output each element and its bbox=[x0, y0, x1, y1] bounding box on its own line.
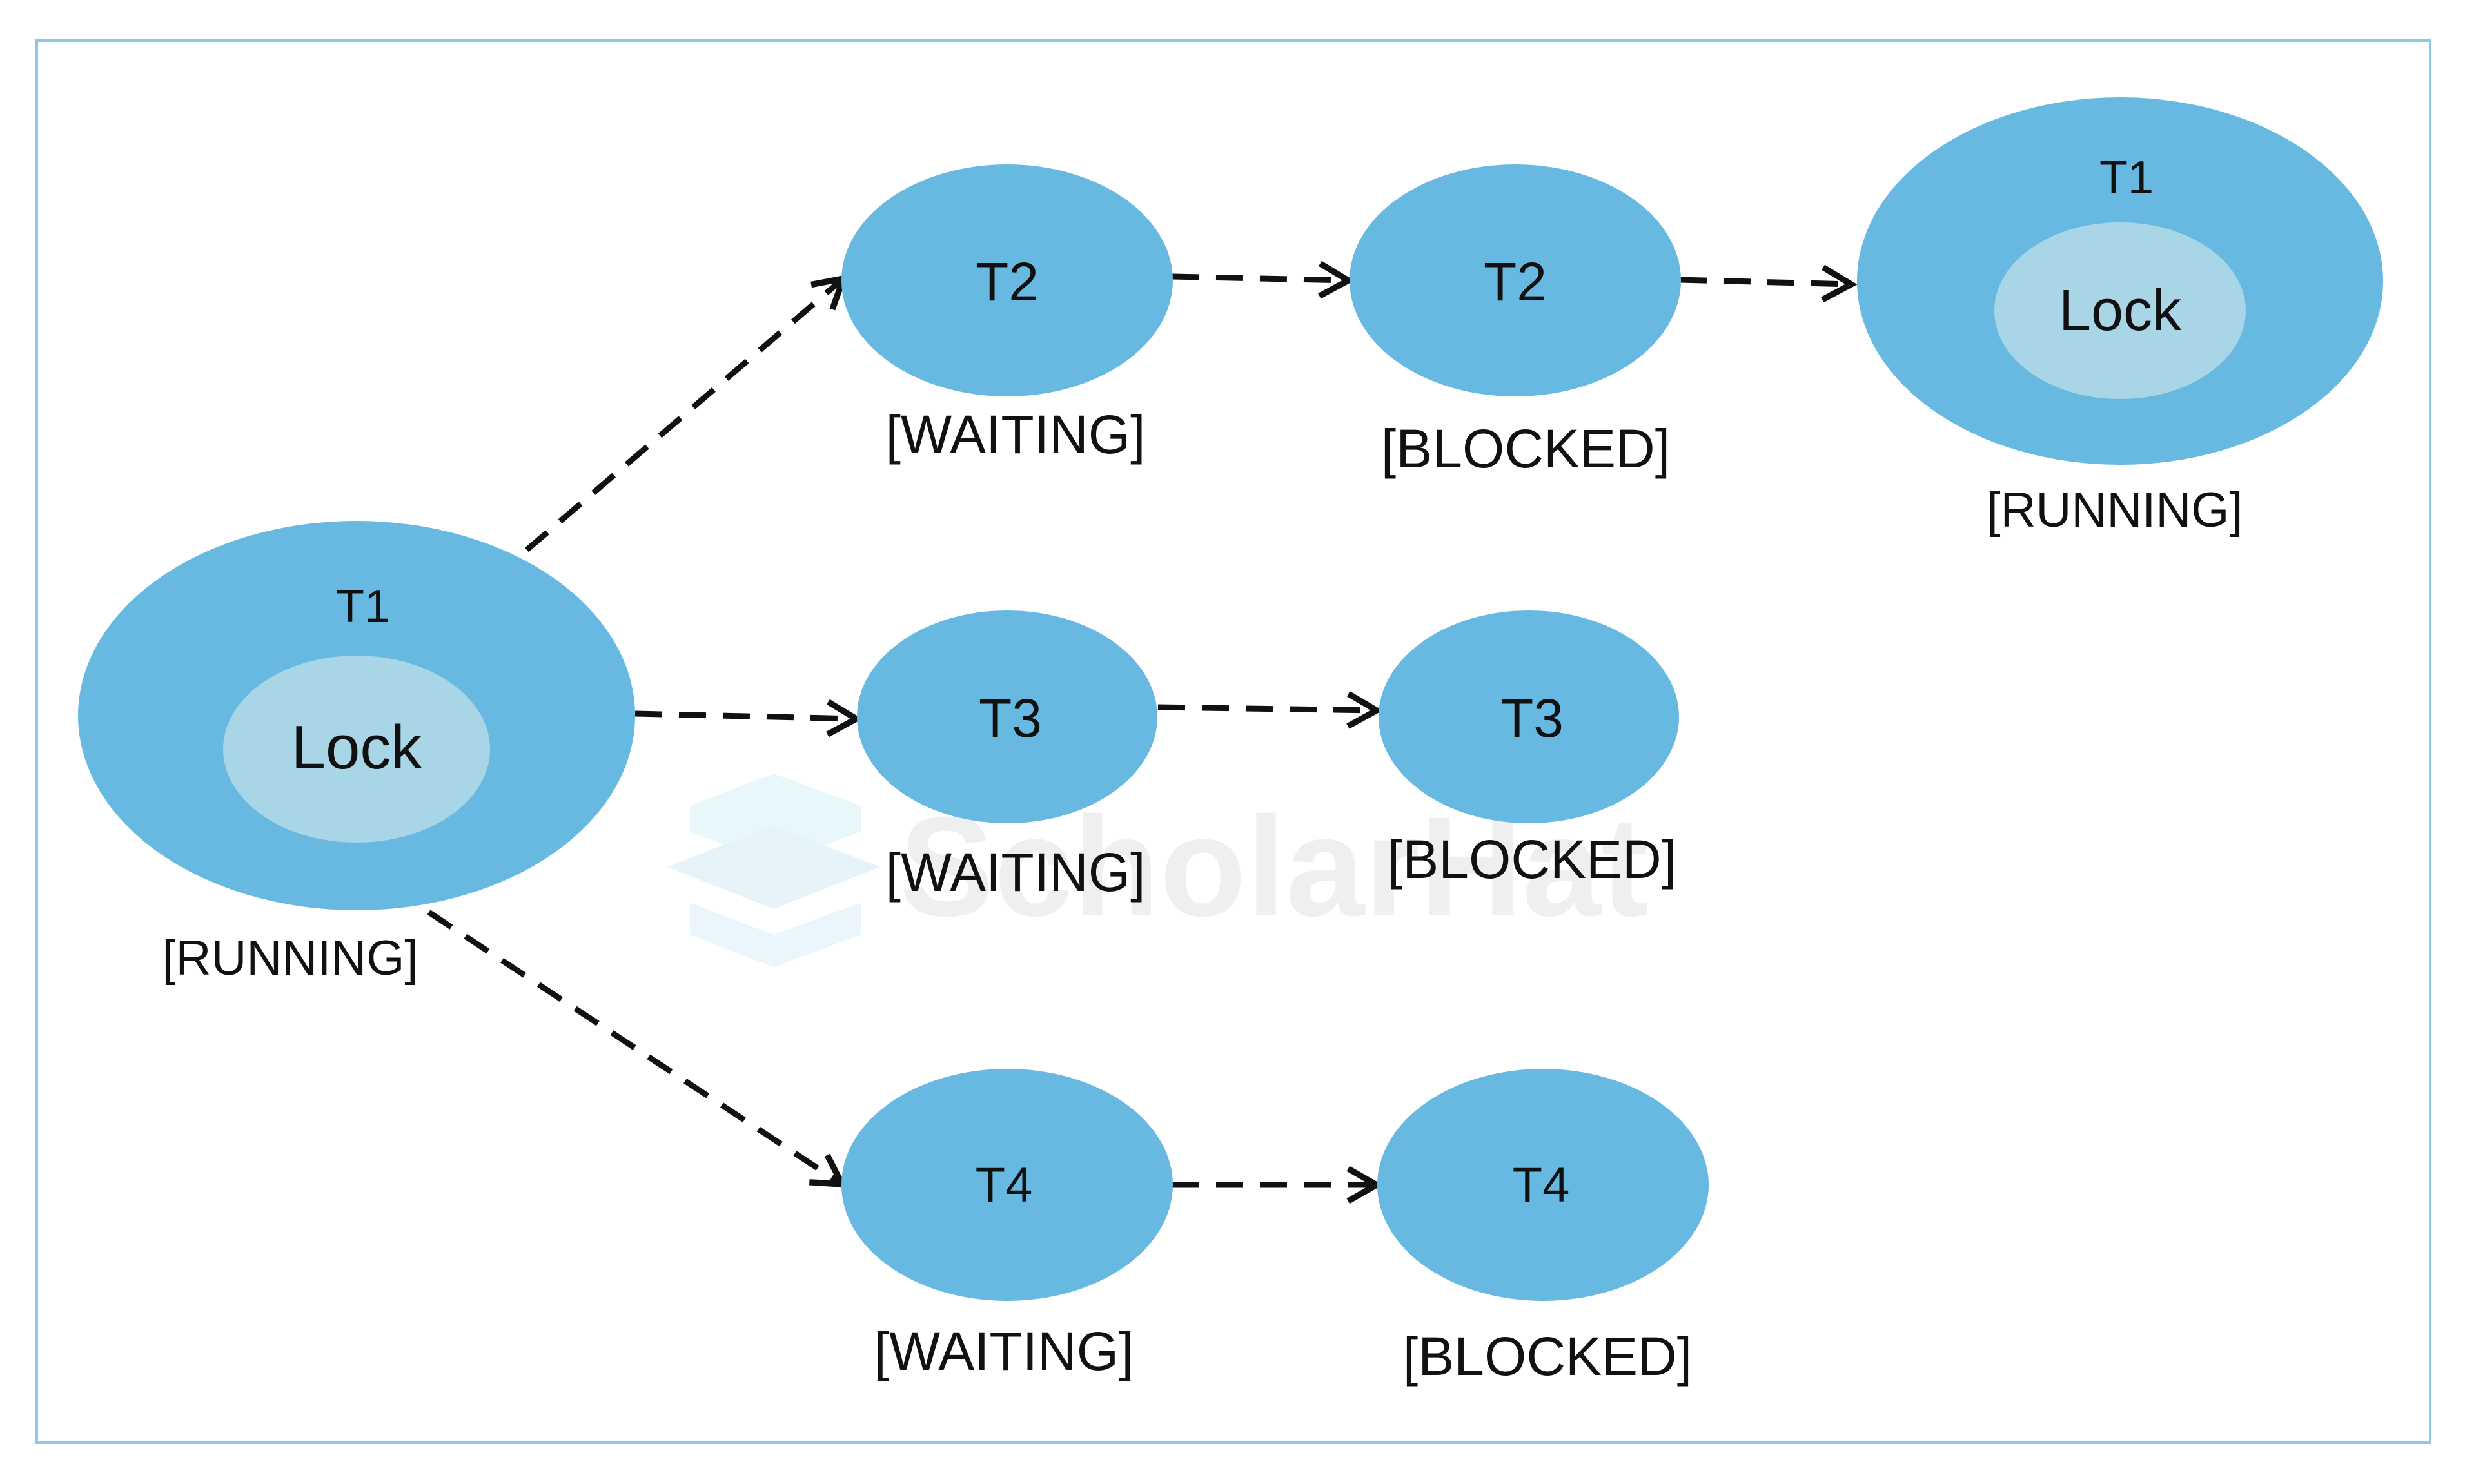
edge-t2-blocked-to-t1 bbox=[1679, 264, 1858, 303]
state-label-t1-final: [RUNNING] bbox=[1987, 483, 2243, 538]
node-t4-waiting: T4 bbox=[841, 1069, 1173, 1301]
state-label-t1-main: [RUNNING] bbox=[162, 931, 418, 986]
edges bbox=[427, 260, 1858, 1204]
node-name: T1 bbox=[2099, 152, 2154, 204]
state-label-t2-blocked: [BLOCKED] bbox=[1381, 418, 1670, 479]
state-label-t4-waiting: [WAITING] bbox=[874, 1321, 1134, 1381]
diagram-border bbox=[35, 39, 2431, 1444]
node-ellipse bbox=[841, 1069, 1173, 1301]
node-name: T2 bbox=[1484, 251, 1547, 312]
lock-label: Lock bbox=[291, 713, 423, 782]
node-ellipse bbox=[1350, 164, 1681, 396]
node-name: T3 bbox=[1500, 688, 1564, 748]
node-ellipse bbox=[1377, 1069, 1709, 1301]
node-t3-waiting: T3 bbox=[857, 610, 1157, 823]
node-name: T4 bbox=[1513, 1158, 1570, 1213]
lock-ellipse bbox=[1994, 222, 2246, 399]
node-ellipse bbox=[1379, 610, 1679, 823]
node-t1-final: T1 Lock bbox=[1857, 97, 2383, 465]
node-t3-blocked: T3 bbox=[1379, 610, 1679, 823]
node-ellipse bbox=[857, 610, 1157, 823]
state-label-t2-waiting: [WAITING] bbox=[886, 404, 1146, 465]
node-t2-waiting: T2 bbox=[841, 164, 1173, 396]
lock-ellipse bbox=[223, 656, 490, 843]
node-name: T1 bbox=[336, 581, 390, 632]
edge-t3-waiting-to-blocked bbox=[1157, 691, 1383, 729]
edge-t1-to-t4 bbox=[427, 910, 847, 1188]
node-name: T2 bbox=[976, 251, 1039, 312]
node-name: T3 bbox=[979, 688, 1042, 748]
node-t2-blocked: T2 bbox=[1350, 164, 1681, 396]
lock-label: Lock bbox=[2059, 278, 2182, 343]
node-name: T4 bbox=[976, 1158, 1033, 1213]
state-label-t4-blocked: [BLOCKED] bbox=[1403, 1326, 1692, 1387]
node-t4-blocked: T4 bbox=[1377, 1069, 1709, 1301]
edge-t1-to-t3 bbox=[634, 699, 863, 737]
node-t1-main: T1 Lock bbox=[78, 521, 635, 910]
node-ellipse bbox=[841, 164, 1173, 396]
state-label-t3-waiting: [WAITING] bbox=[886, 842, 1146, 903]
edge-t1-to-t2 bbox=[525, 274, 849, 552]
edge-t2-waiting-to-blocked bbox=[1172, 260, 1355, 299]
state-label-t3-blocked: [BLOCKED] bbox=[1388, 829, 1676, 890]
